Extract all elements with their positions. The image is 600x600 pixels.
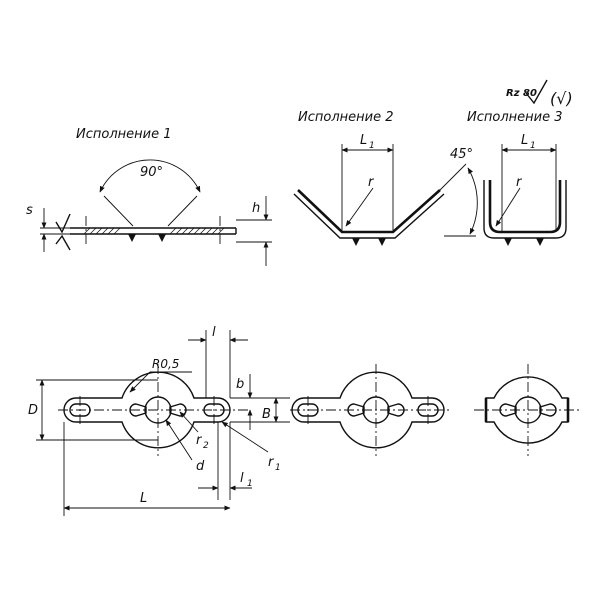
dim-L1-v2-sub: 1 [369,141,375,151]
dim-b-label: b [236,377,244,392]
dim-r-v2-label: r [368,175,375,190]
general-finish: (√) [550,89,573,108]
check-mark-icon [525,79,548,105]
dim-r1-label: r [268,455,275,470]
dim-r-v3-label: r [516,175,523,190]
dim-L-label: L [140,491,147,506]
dim-d-label: d [196,459,205,474]
variant-1-side-view: 90° s h [26,159,272,266]
rz-value: Rz 80 [506,88,537,99]
dim-L1-v3-label: L [521,133,528,148]
plan-view-3 [474,364,580,456]
dim-l1-sub: 1 [247,479,253,489]
variant-2-label: Исполнение 2 [298,110,393,125]
dim-r2-label: r [196,433,203,448]
variant-1-label: Исполнение 1 [76,127,171,142]
dim-l-label: l [212,325,216,340]
dim-h-label: h [252,201,260,216]
dim-B-label: B [262,407,271,422]
surface-finish-symbol: Rz 80 (√) [506,79,573,108]
dim-L1-v2-label: L [360,133,367,148]
dim-R05-label: R0,5 [152,357,179,371]
variant-2-side-view: L 1 r 45° [293,133,478,246]
variant-3-side-view: L 1 r [483,133,567,246]
dim-r2-sub: 2 [203,441,209,451]
dim-l1-label: l [240,471,244,486]
variant-3-label: Исполнение 3 [467,110,562,125]
dim-D-label: D [28,403,38,418]
angle-45-label: 45° [450,147,473,162]
angle-90-label: 90° [140,165,163,180]
hatched-section [83,227,225,235]
dim-r1-sub: 1 [275,463,281,473]
plan-view-2 [290,364,452,456]
dim-L1-v3-sub: 1 [530,141,536,151]
plan-view-1: l R0,5 b B D r 2 d r 1 l 1 [28,325,290,516]
dim-s-label: s [26,203,33,218]
